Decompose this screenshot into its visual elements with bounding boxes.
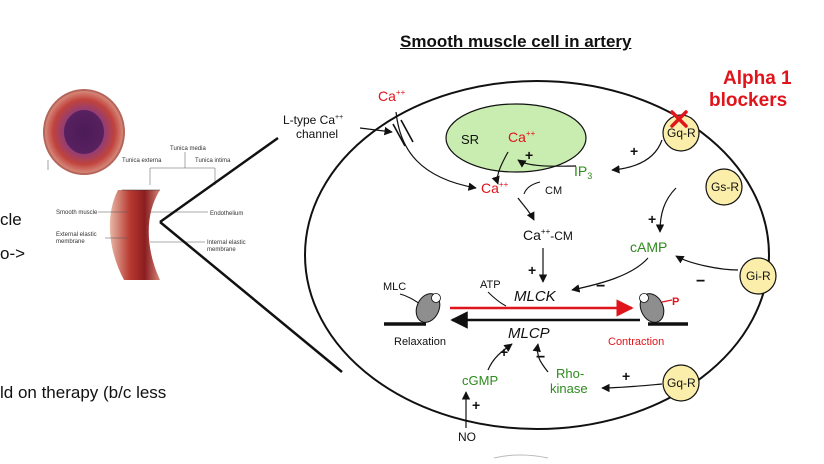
slide-text-bottom: ld on therapy (b/c less [0, 383, 167, 402]
zoom-line-bottom [159, 221, 343, 373]
ca-cytosol: Ca++ [481, 180, 509, 196]
receptor-gs: Gs-R [705, 168, 743, 206]
label-external-elastic-1: External elastic [56, 232, 97, 238]
arrow-gq-to-ip3 [611, 139, 663, 174]
arrow-ip3-to-sr [517, 159, 577, 168]
ca-outside: Ca++ [378, 88, 406, 104]
plus-gq-rho: + [622, 368, 630, 384]
arrow-ca-entry [395, 111, 477, 191]
relaxation-label: Relaxation [394, 336, 446, 348]
alpha-blockers-label: Alpha 1 blockers [709, 68, 792, 112]
label-external-elastic-2: membrane [56, 239, 85, 245]
atp-label: ATP [480, 279, 501, 291]
l-type-label-line-1: L-type Ca++ [283, 113, 343, 127]
rho-kinase-line-2: kinase [550, 381, 588, 396]
sr-label: SR [461, 132, 479, 147]
label-tunica-media: Tunica media [170, 146, 206, 152]
contraction-label: Contraction [608, 336, 664, 348]
label-tunica-intima: Tunica intima [195, 158, 231, 164]
cell-membrane [304, 80, 770, 430]
slide-text-line-2: o-> [0, 244, 26, 263]
alpha-blockers-line-2: blockers [709, 90, 788, 111]
arrow-sr-release [491, 151, 509, 185]
svg-text:Gq-R: Gq-R [667, 126, 696, 140]
plus-cgmp-mlcp: + [500, 344, 508, 360]
receptor-gi: Gi-R [739, 257, 777, 295]
slide-text-line-1: cle [0, 210, 22, 229]
arrow-ca-to-cacm [517, 197, 535, 221]
minus-gi-camp: − [696, 273, 705, 290]
plus-cacm: + [528, 262, 536, 278]
label-smooth-muscle: Smooth muscle [56, 210, 98, 216]
atp-curve [487, 291, 507, 307]
arrow-gs-to-camp [655, 187, 677, 233]
plus-gq-ip3: + [630, 143, 638, 159]
blood-vessel-illustration: Tunica media Tunica externa Tunica intim… [43, 89, 246, 280]
mlck-label: MLCK [514, 288, 557, 305]
mlc-pointer [399, 293, 421, 305]
svg-text:Gs-R: Gs-R [711, 180, 739, 194]
mlcp-label: MLCP [508, 325, 550, 342]
arrow-gq-to-rho [601, 383, 663, 393]
arrow-cgmp-to-mlcp [487, 343, 513, 371]
ca-cm-complex: Ca++-CM [523, 227, 573, 243]
rho-kinase-line-1: Rho- [556, 366, 584, 381]
cm-label: CM [545, 185, 562, 197]
cgmp-label: cGMP [462, 373, 498, 388]
label-tunica-externa: Tunica externa [122, 158, 162, 164]
phosphate-label: P [672, 296, 679, 308]
myosin-head-relaxed [384, 293, 441, 326]
zoom-line-top [159, 136, 279, 224]
arrow-rho-to-mlcp [532, 343, 549, 373]
ip3-label: IP3 [574, 163, 592, 181]
receptor-gq-bottom: Gq-R [662, 364, 700, 402]
vessel-wall-segment [109, 190, 160, 280]
vessel-lumen [64, 110, 104, 154]
plus-gs-camp: + [648, 211, 656, 227]
faint-fragment [493, 454, 549, 459]
plus-no-cgmp: + [472, 397, 480, 413]
arrow-camp-to-mlck [571, 257, 649, 293]
minus-camp-mlck: − [596, 278, 605, 295]
myosin-head-contracted [639, 293, 688, 326]
svg-text:Gq-R: Gq-R [667, 376, 696, 390]
blocked-x-icon [670, 110, 688, 128]
sarcoplasmic-reticulum [445, 103, 587, 173]
l-type-channel [392, 119, 414, 147]
mlc-label: MLC [383, 281, 406, 293]
label-internal-elastic-1: Internal elastic [207, 240, 246, 246]
no-label: NO [458, 430, 476, 444]
label-internal-elastic-2: membrane [207, 247, 236, 253]
arrow-l-type-to-channel [359, 126, 393, 136]
sr-ca: Ca++ [508, 129, 536, 145]
diagram-title: Smooth muscle cell in artery [400, 32, 632, 51]
label-endothelium: Endothelium [210, 211, 243, 217]
svg-text:Gi-R: Gi-R [746, 269, 771, 283]
cm-curve [523, 181, 541, 195]
camp-label: cAMP [630, 239, 667, 255]
minus-rho-mlcp: − [536, 349, 545, 366]
alpha-blockers-line-1: Alpha 1 [723, 68, 792, 89]
l-type-label-line-2: channel [296, 127, 338, 141]
plus-sr: + [525, 147, 533, 163]
arrow-gi-to-camp [675, 255, 739, 271]
